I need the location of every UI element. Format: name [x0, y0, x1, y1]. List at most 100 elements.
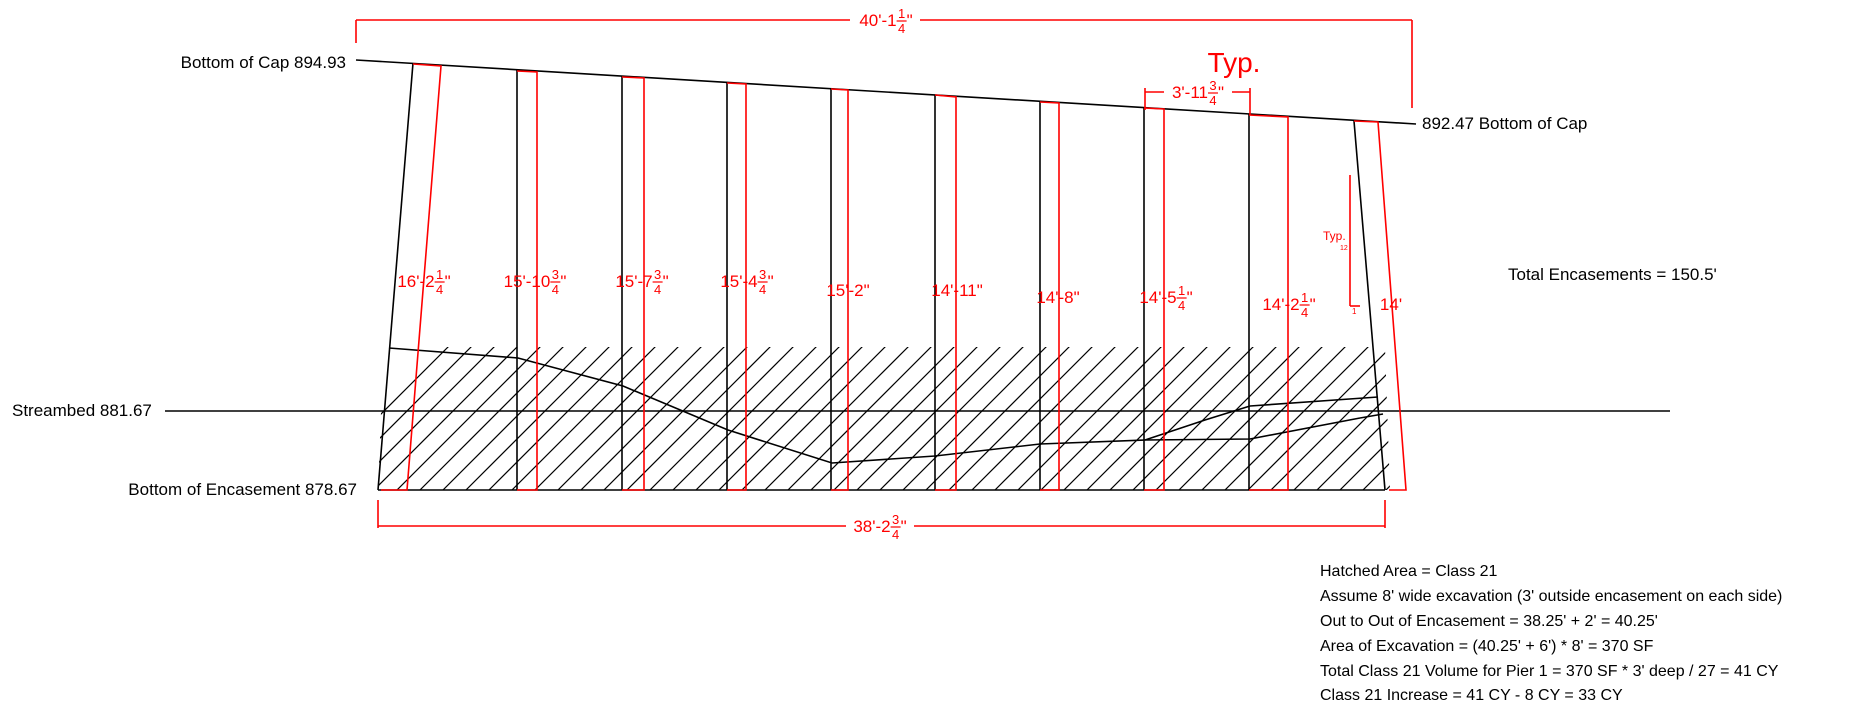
hatch-line — [828, 347, 980, 490]
slope-12-label: 12 — [1340, 245, 1348, 252]
hatch-line — [690, 347, 842, 490]
hatch-line — [759, 347, 911, 490]
fraction-denominator: 4 — [1178, 298, 1185, 313]
batter-slope-indicator: Typ. 12 1 — [1323, 175, 1360, 316]
hatch-line — [378, 347, 474, 490]
hatch-line — [391, 347, 543, 490]
dimension-value: 14'-5 — [1139, 288, 1176, 307]
hatch-line — [1012, 347, 1164, 490]
pile-5-dimension: 15'-2" — [826, 281, 869, 300]
fraction-numerator: 3 — [552, 267, 559, 282]
pile-3-dimension: 15'-7 "34 — [615, 267, 668, 297]
pile-dimension-texts: 16'-2"14 15'-10"34 15'-7"34 15'-4"34 15'… — [397, 267, 1402, 320]
hatch-line — [1104, 347, 1256, 490]
hatch-line — [621, 347, 773, 490]
slope-1-label: 1 — [1352, 307, 1357, 316]
pile-1-dimension: 16'-2"14 — [397, 267, 450, 297]
hatch-line — [1311, 347, 1390, 490]
pile-2-dimension: 15'-10 "34 — [504, 267, 567, 297]
dimension-suffix: " — [1187, 288, 1193, 307]
pile-9-dimension: 14'-2"14 — [1262, 290, 1315, 320]
hatch-line — [966, 347, 1118, 490]
hatch-line — [1035, 347, 1187, 490]
fraction-denominator: 4 — [1301, 305, 1308, 320]
hatch-line — [1058, 347, 1210, 490]
hatch-line — [378, 347, 497, 490]
hatch-line — [1404, 345, 1554, 495]
fraction-numerator: 3 — [654, 267, 661, 282]
hatch-line — [1334, 347, 1390, 490]
fraction-denominator: 4 — [552, 282, 559, 297]
hatch-line — [805, 347, 957, 490]
hatch-line — [713, 347, 865, 490]
dimension-suffix: " — [768, 272, 774, 291]
top-overall-dimension: 40'-1 " 14 — [355, 6, 1413, 108]
encasement-right-edge — [1353, 120, 1386, 491]
hatch-line — [1150, 347, 1302, 490]
bottom-of-encasement-label: Bottom of Encasement 878.67 — [128, 480, 357, 499]
hatch-line — [378, 347, 520, 490]
dimension-suffix: " — [560, 272, 566, 291]
hatch-line — [943, 347, 1095, 490]
hatch-line — [667, 347, 819, 490]
streambed-label: Streambed 881.67 — [12, 401, 152, 420]
hatch-line — [575, 347, 727, 490]
dimension-suffix: " — [663, 272, 669, 291]
dimension-value: 3'-11 — [1172, 83, 1208, 102]
hatch-line — [920, 347, 1072, 490]
fraction-numerator: 1 — [1178, 283, 1185, 298]
fraction-numerator: 1 — [898, 6, 905, 21]
bottom-overall-dimension-text: 38'-2"34 — [853, 512, 906, 542]
dimension-value: 14'-8" — [1036, 288, 1079, 307]
hatch-line — [506, 347, 658, 490]
note-line: Area of Excavation = (40.25' + 6') * 8' … — [1320, 638, 1654, 655]
pile-dimension-lines — [381, 63, 1407, 491]
hatch-line — [897, 347, 1049, 490]
dimension-value: 14' — [1380, 295, 1402, 314]
dimension-suffix: " — [901, 517, 907, 536]
bottom-of-cap-line — [355, 59, 1417, 125]
dimension-value: 15'-7 — [615, 272, 652, 291]
dimension-value: 15'-10 — [504, 272, 551, 291]
bottom-of-cap-left-label: Bottom of Cap 894.93 — [181, 53, 346, 72]
dimension-value: 16'-2 — [397, 272, 434, 291]
bay-spacing-dimension-text: 3'-11"34 — [1172, 78, 1224, 108]
typ-small-label: Typ. — [1323, 229, 1346, 243]
hatch-line — [1265, 347, 1390, 490]
hatch-line — [460, 347, 612, 490]
dimension-value: 38'-2 — [853, 517, 890, 536]
hatch-line — [782, 347, 934, 490]
fraction-denominator: 4 — [436, 282, 443, 297]
note-line: Hatched Area = Class 21 — [1320, 563, 1498, 580]
hatch-line — [1196, 347, 1348, 490]
hatch-line — [437, 347, 589, 490]
bay-spacing-dimension: 3'-11"34 Typ. — [1144, 47, 1261, 115]
hatch-line — [529, 347, 681, 490]
fraction-numerator: 1 — [1301, 290, 1308, 305]
hatch-line — [1242, 347, 1390, 490]
dimension-value: 15'-2" — [826, 281, 869, 300]
fraction-numerator: 3 — [759, 267, 766, 282]
note-line: Out to Out of Encasement = 38.25' + 2' =… — [1320, 613, 1658, 630]
pile-lines — [516, 70, 1250, 490]
hatch-line — [1380, 347, 1390, 490]
hatch-line — [378, 347, 451, 490]
dimension-value: 14'-2 — [1262, 295, 1299, 314]
fraction-denominator: 4 — [654, 282, 661, 297]
class-21-hatched-area — [378, 345, 1554, 495]
top-overall-dimension-text: 40'-1"14 — [859, 6, 912, 36]
bottom-overall-dimension: 38'-2"34 — [377, 500, 1386, 542]
hatch-line — [483, 347, 635, 490]
total-encasements-label: Total Encasements = 150.5' — [1508, 265, 1717, 284]
hatch-line — [414, 347, 566, 490]
ground-profile-right-upper — [1249, 396, 1379, 407]
hatch-line — [1288, 347, 1390, 490]
hatch-line — [874, 347, 1026, 490]
hatch-line — [1081, 347, 1233, 490]
calculation-notes: Hatched Area = Class 21 Assume 8' wide e… — [1320, 563, 1782, 704]
dimension-value: 40'-1 — [859, 11, 896, 30]
fraction-denominator: 4 — [898, 21, 905, 36]
dimension-suffix: " — [1218, 83, 1224, 102]
hatch-line — [644, 347, 796, 490]
typ-large-label: Typ. — [1208, 47, 1261, 78]
